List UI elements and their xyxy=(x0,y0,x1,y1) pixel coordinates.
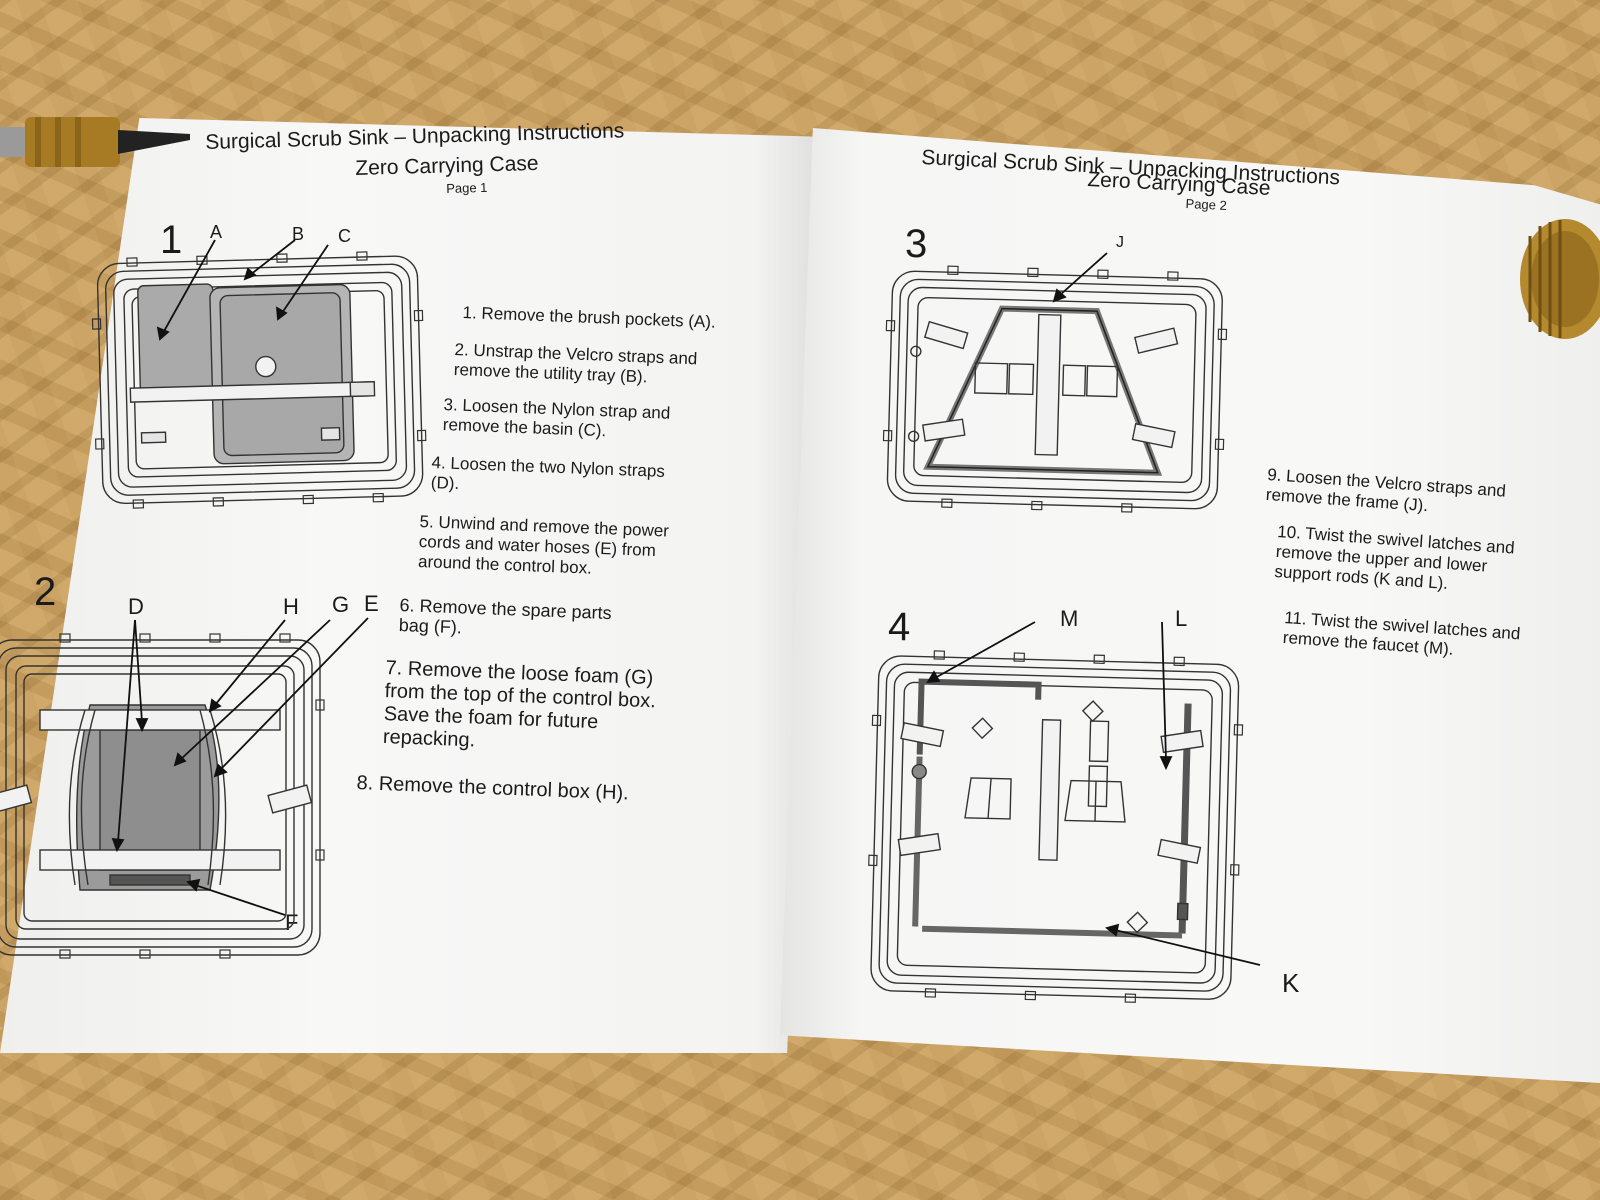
figure-1-diagram xyxy=(91,239,427,509)
callout-m: M xyxy=(1060,606,1079,631)
callout-c: C xyxy=(338,226,351,246)
callout-d: D xyxy=(128,594,144,619)
left-page-subtitle: Zero Carrying Case xyxy=(355,151,539,180)
figure-4-diagram xyxy=(868,621,1261,1003)
figure-2-diagram xyxy=(0,617,369,959)
brass-fitting xyxy=(1520,219,1600,339)
figure-2-number: 2 xyxy=(34,570,57,614)
figure-3-diagram xyxy=(882,252,1228,513)
callout-e: E xyxy=(364,591,379,616)
left-page-number: Page 1 xyxy=(446,179,488,196)
callout-b: B xyxy=(292,224,305,244)
figure-3-number: 3 xyxy=(905,222,928,266)
step-6: 6. Remove the spare parts bag (F). xyxy=(398,595,612,638)
callout-g: G xyxy=(332,592,350,617)
figure-1-number: 1 xyxy=(160,218,183,262)
callout-k: K xyxy=(1282,968,1300,998)
left-page xyxy=(0,118,820,1053)
callout-l: L xyxy=(1175,606,1188,631)
step-7: 7. Remove the loose foam (G) from the to… xyxy=(382,657,657,752)
step-5: 5. Unwind and remove the power cords and… xyxy=(417,512,670,578)
pen xyxy=(0,117,190,167)
callout-a: A xyxy=(210,222,223,242)
figure-4-number: 4 xyxy=(888,605,911,649)
right-page-number: Page 2 xyxy=(1185,196,1228,213)
callout-j: J xyxy=(1116,234,1124,251)
callout-h: H xyxy=(283,594,299,619)
